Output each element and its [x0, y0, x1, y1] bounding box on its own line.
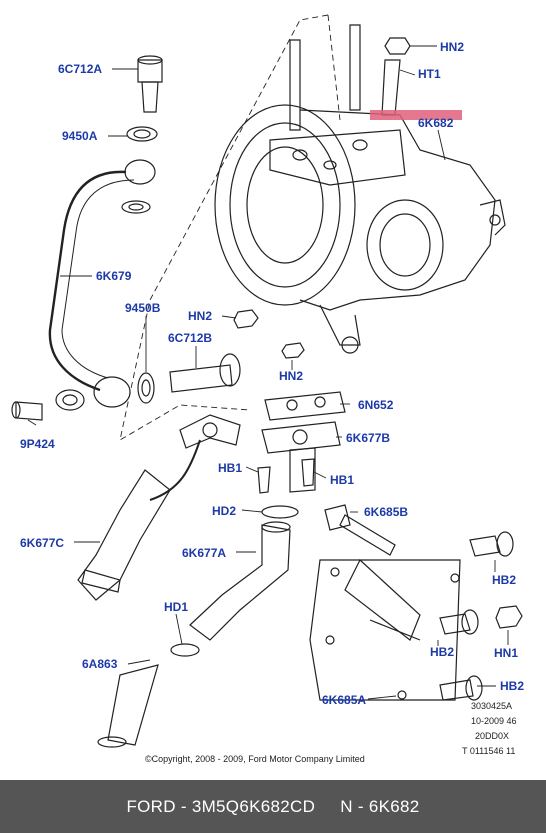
ref-code-4: T 0111546 11: [462, 746, 515, 756]
ref-code-2: 10-2009 46: [471, 716, 517, 726]
label-6c712a[interactable]: 6C712A: [58, 62, 102, 76]
label-6n652[interactable]: 6N652: [358, 398, 394, 412]
label-6k679[interactable]: 6K679: [96, 269, 132, 283]
copyright-text: ©Copyright, 2008 - 2009, Ford Motor Comp…: [145, 754, 365, 764]
label-6k685b[interactable]: 6K685B: [364, 505, 408, 519]
label-6k677b[interactable]: 6K677B: [346, 431, 390, 445]
diagram-area: HN2 HT1 6K682 6C712A 9450A 6K679 9450B H…: [11, 14, 525, 764]
turbocharger-exploded-diagram: HN2 HT1 6K682 6C712A 9450A 6K679 9450B H…: [11, 14, 524, 764]
ref-code-3: 20DD0X: [475, 731, 509, 741]
label-hn2-top[interactable]: HN2: [440, 40, 464, 54]
label-6k682[interactable]: 6K682: [418, 116, 454, 130]
label-ht1[interactable]: HT1: [418, 67, 441, 81]
label-9450a[interactable]: 9450A: [62, 129, 98, 143]
label-hn1[interactable]: HN1: [494, 646, 518, 660]
label-hd1[interactable]: HD1: [164, 600, 188, 614]
label-hn2-mid[interactable]: HN2: [188, 309, 212, 323]
label-9p424[interactable]: 9P424: [20, 437, 55, 451]
label-hb2-low[interactable]: HB2: [500, 679, 524, 693]
label-6k677c[interactable]: 6K677C: [20, 536, 64, 550]
footer-brand-part: FORD - 3M5Q6K682CD: [126, 796, 316, 816]
label-hn2-low[interactable]: HN2: [279, 369, 303, 383]
footer-catalog-ref: N - 6K682: [340, 796, 420, 816]
ref-code-1: 3030425A: [471, 701, 512, 711]
label-6c712b[interactable]: 6C712B: [168, 331, 212, 345]
label-hb2-top[interactable]: HB2: [492, 573, 516, 587]
label-6k685a[interactable]: 6K685A: [322, 693, 366, 707]
label-hd2[interactable]: HD2: [212, 504, 236, 518]
label-hb1-left[interactable]: HB1: [218, 461, 242, 475]
label-hb1-right[interactable]: HB1: [330, 473, 354, 487]
label-hb2-mid[interactable]: HB2: [430, 645, 454, 659]
part-number-footer: FORD - 3M5Q6K682CD N - 6K682: [0, 780, 546, 833]
label-6a863[interactable]: 6A863: [82, 657, 118, 671]
label-6k677a[interactable]: 6K677A: [182, 546, 226, 560]
part-highlight-marker: [370, 110, 462, 120]
label-9450b[interactable]: 9450B: [125, 301, 161, 315]
